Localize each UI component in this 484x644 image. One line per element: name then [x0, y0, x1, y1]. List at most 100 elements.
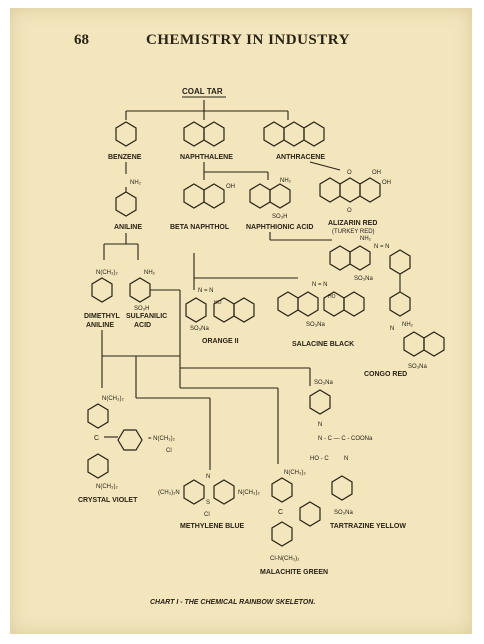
sulfanilic-ring — [129, 277, 151, 303]
page-header: 68 CHEMISTRY IN INDUSTRY — [10, 32, 472, 56]
tartrazine-so3na-top: SO₃Na — [314, 380, 333, 386]
orange-ring-c — [233, 297, 255, 323]
tartrazine-n1: N — [318, 422, 322, 428]
dimethyl-nch3: N(CH₃)₂ — [96, 270, 118, 276]
congo-n: N — [390, 326, 394, 332]
congo-so3na-1: SO₃Na — [354, 276, 373, 282]
salacine-ring-a — [277, 291, 299, 317]
naphthionic-nh2: NH₂ — [280, 178, 292, 184]
crystal-c: C — [94, 435, 99, 442]
congo-nn: N = N — [374, 244, 390, 250]
salacine-label: SALACINE BLACK — [292, 341, 354, 348]
tartrazine-ring-bottom — [331, 475, 353, 501]
alizarin-note: (TURKEY RED) — [332, 229, 375, 235]
methylene-blue-label: METHYLENE BLUE — [180, 523, 245, 530]
tartrazine-n2: N — [344, 456, 348, 462]
congo-ring-a — [329, 245, 351, 271]
aniline-ring — [115, 191, 137, 217]
congo-nh2: NH₂ — [360, 236, 372, 242]
coal-tar-label: COAL TAR — [182, 87, 223, 96]
malachite-ring-side — [299, 501, 321, 527]
alizarin-oh-1: OH — [372, 170, 381, 176]
crystal-ring-side — [117, 429, 143, 451]
tartrazine-ring-top — [309, 389, 331, 415]
dimethyl-label-1: DIMETHYL — [84, 313, 121, 320]
salacine-ring-d — [343, 291, 365, 317]
beta-naphthol-ring-a — [183, 183, 205, 209]
malachite-c: C — [278, 509, 283, 516]
alizarin-oh-2: OH — [382, 180, 391, 186]
page-number: 68 — [74, 32, 89, 48]
orange-nn: N = N — [198, 288, 214, 294]
methylene-nch3: N(CH₃)₂ — [238, 490, 260, 496]
orange-ho: HO — [214, 300, 222, 306]
alizarin-ring-c — [359, 177, 381, 203]
dimethyl-label-2: ANILINE — [86, 322, 114, 329]
chart-caption: CHART I - THE CHEMICAL RAINBOW SKELETON. — [150, 599, 315, 606]
methylene-n: N — [206, 474, 210, 480]
crystal-nch3-top: N(CH₃)₂ — [102, 396, 124, 402]
crystal-eqn: = N(CH₃)₂ — [148, 436, 176, 442]
page-title: CHEMISTRY IN INDUSTRY — [146, 32, 350, 48]
alizarin-o-top: O — [347, 170, 352, 176]
anthracene-label: ANTHRACENE — [276, 154, 325, 161]
salacine-ho: HO — [328, 294, 336, 300]
naphthionic-ring-a — [249, 183, 271, 209]
orange-so3na: SO₃Na — [190, 326, 209, 332]
beta-naphthol-ring-b — [203, 183, 225, 209]
benzene-label: BENZENE — [108, 154, 142, 161]
congo-ring-c — [389, 249, 411, 275]
book-page: 68 CHEMISTRY IN INDUSTRY COAL TAR BENZEN… — [10, 8, 472, 634]
alizarin-o-bottom: O — [347, 208, 352, 214]
naphthionic-ring-b — [269, 183, 291, 209]
naphthionic-so3h: SO₃H — [272, 214, 287, 220]
congo-label: CONGO RED — [364, 371, 407, 378]
congo-ring-b — [349, 245, 371, 271]
sulfanilic-label-2: ACID — [134, 322, 151, 329]
malachite-ring-bottom — [271, 521, 293, 547]
dimethyl-ring — [91, 277, 113, 303]
tartrazine-yellow-label: TARTRAZINE YELLOW — [330, 523, 406, 530]
congo-ring-e — [403, 331, 425, 357]
tartrazine-chain: N - C — C - COONa — [318, 436, 373, 442]
naphthionic-label: NAPHTHIONIC ACID — [246, 224, 313, 231]
congo-nh2-2: NH₂ — [402, 322, 414, 328]
sulfanilic-so3h: SO₃H — [134, 306, 149, 312]
chemical-rainbow-chart: COAL TAR BENZENE NAPHTHALENE ANTHRACENE … — [78, 87, 445, 606]
tartrazine-hoc: HO - C — [310, 456, 329, 462]
arrow-alizarin — [309, 161, 341, 171]
beta-naphthol-label: BETA NAPHTHOL — [170, 224, 230, 231]
anthracene-ring-a — [263, 121, 285, 147]
aniline-label: ANILINE — [114, 224, 142, 231]
malachite-cl-n: Cl-N(CH₃)₂ — [270, 556, 300, 562]
salacine-nn: N = N — [312, 282, 328, 288]
orange-label: ORANGE II — [202, 338, 239, 345]
salacine-so3na: SO₃Na — [306, 322, 325, 328]
methylene-s: S — [206, 500, 210, 506]
congo-ring-f — [423, 331, 445, 357]
methylene-ring-b — [213, 479, 235, 505]
crystal-ring-top — [87, 403, 109, 429]
aniline-nh2: NH₂ — [130, 180, 142, 186]
salacine-ring-b — [297, 291, 319, 317]
anthracene-ring-b — [283, 121, 305, 147]
crystal-violet-label: CRYSTAL VIOLET — [78, 497, 138, 504]
naphthalene-ring-a — [183, 121, 205, 147]
anthracene-ring-c — [303, 121, 325, 147]
beta-naphthol-oh: OH — [226, 184, 235, 190]
congo-ring-d — [389, 291, 411, 317]
alizarin-label: ALIZARIN RED — [328, 220, 377, 227]
benzene-ring — [115, 121, 137, 147]
alizarin-ring-b — [339, 177, 361, 203]
crystal-ring-bottom — [87, 453, 109, 479]
methylene-ch3n: (CH₃)₂N — [158, 490, 180, 496]
methylene-ring-a — [183, 479, 205, 505]
orange-ring-a — [185, 297, 207, 323]
naphthalene-ring-b — [203, 121, 225, 147]
tartrazine-so3na-bottom: SO₃Na — [334, 510, 353, 516]
malachite-nch3-top: N(CH₃)₂ — [284, 470, 306, 476]
crystal-cl: Cl — [166, 448, 172, 454]
sulfanilic-label-1: SULFANILIC — [126, 313, 167, 320]
malachite-ring-top — [271, 477, 293, 503]
malachite-green-label: MALACHITE GREEN — [260, 569, 328, 576]
